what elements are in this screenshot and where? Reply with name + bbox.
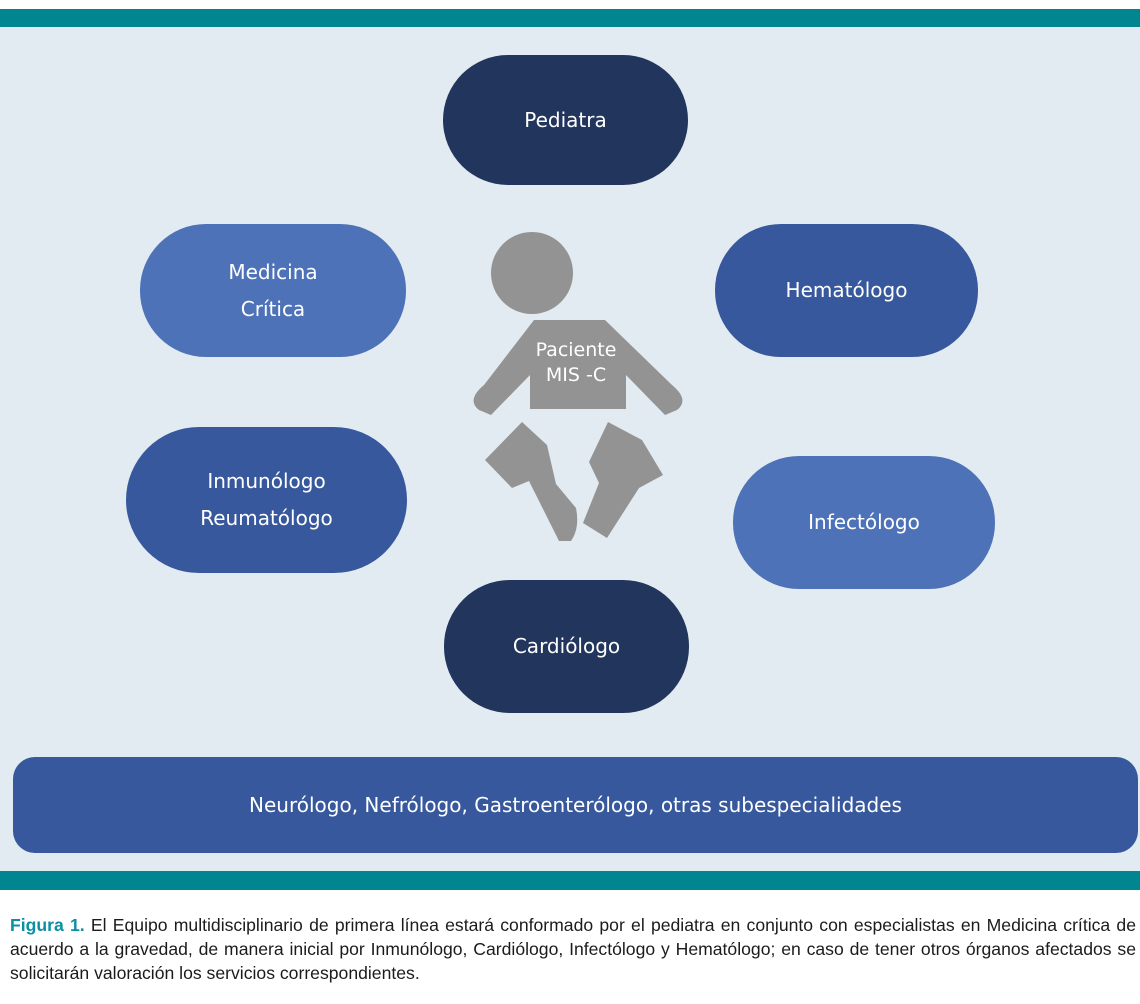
patient-label: Paciente MIS -C — [528, 338, 624, 388]
node-medicina-line2: Crítica — [240, 296, 306, 321]
node-inmunologo-reumatologo: Inmunólogo Reumatólogo — [126, 427, 407, 573]
figure-caption-text: El Equipo multidisciplinario de primera … — [10, 915, 1136, 983]
node-medicina-critica: Medicina Crítica — [140, 224, 406, 357]
figure-caption: Figura 1. El Equipo multidisciplinario d… — [10, 913, 1136, 985]
bottom-teal-bar — [0, 871, 1140, 890]
node-pediatra: Pediatra — [443, 55, 688, 185]
node-inmunologo-line2: Reumatólogo — [200, 506, 333, 530]
node-otras-label: Neurólogo, Nefrólogo, Gastroenterólogo, … — [249, 792, 902, 817]
node-medicina-line1: Medicina — [228, 259, 318, 284]
baby-left-leg — [485, 422, 578, 541]
node-cardiologo: Cardiólogo — [444, 580, 689, 713]
node-inmunologo-line1: Inmunólogo — [207, 469, 326, 493]
node-hematologo-label: Hematólogo — [785, 278, 908, 302]
top-teal-bar — [0, 9, 1140, 27]
node-pediatra-label: Pediatra — [524, 107, 607, 132]
baby-head — [491, 232, 573, 314]
figure-caption-label: Figura 1. — [10, 915, 85, 935]
patient-label-line1: Paciente — [535, 339, 617, 361]
baby-right-leg — [583, 422, 663, 538]
node-otras-subespecialidades: Neurólogo, Nefrólogo, Gastroenterólogo, … — [13, 757, 1138, 853]
node-infectologo: Infectólogo — [733, 456, 995, 589]
node-cardiologo-label: Cardiólogo — [512, 634, 621, 658]
node-hematologo: Hematólogo — [715, 224, 978, 357]
baby-torso — [473, 320, 683, 415]
baby-figure-icon — [473, 232, 683, 541]
node-infectologo-label: Infectólogo — [808, 510, 920, 534]
patient-label-line2: MIS -C — [545, 364, 607, 386]
